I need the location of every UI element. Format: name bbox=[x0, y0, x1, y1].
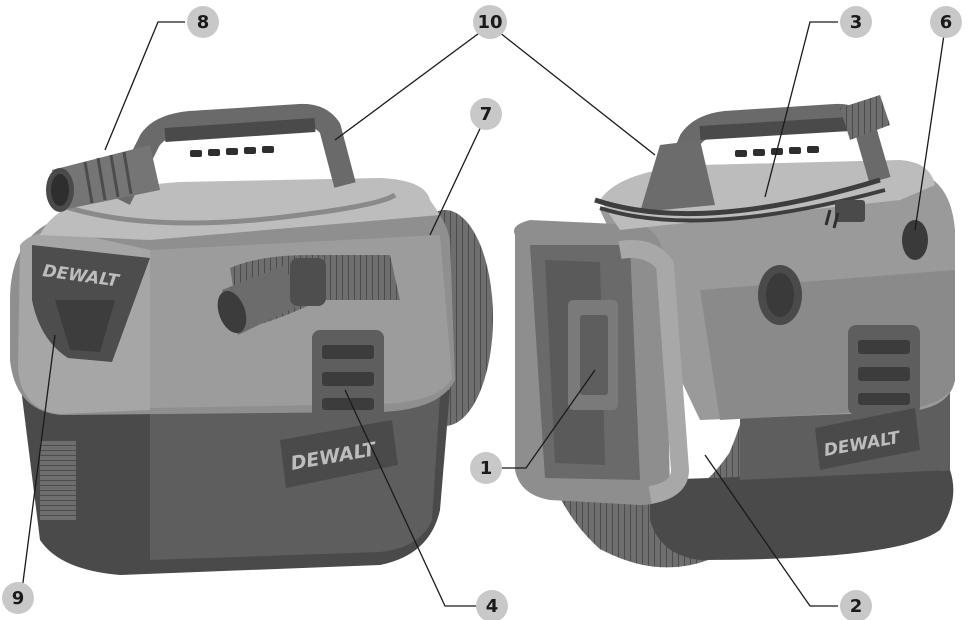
callout-2-label: 2 bbox=[850, 596, 863, 617]
callout-6: 6 bbox=[930, 6, 962, 38]
callout-10-label: 10 bbox=[477, 12, 502, 33]
callout-3-label: 3 bbox=[850, 12, 863, 33]
callout-8: 8 bbox=[187, 6, 219, 38]
callout-6-label: 6 bbox=[940, 12, 953, 33]
callout-1: 1 bbox=[470, 452, 502, 484]
callout-7: 7 bbox=[470, 98, 502, 130]
callout-3: 3 bbox=[840, 6, 872, 38]
callout-leaders bbox=[21, 21, 946, 607]
left-vacuum-illustration: DEWALT bbox=[10, 103, 493, 575]
callout-8-label: 8 bbox=[197, 12, 210, 33]
callout-9-label: 9 bbox=[12, 588, 25, 609]
callout-2: 2 bbox=[840, 590, 872, 620]
callout-1-label: 1 bbox=[480, 458, 493, 479]
callout-10: 10 bbox=[473, 5, 507, 39]
right-vacuum-illustration: DEWALT bbox=[514, 95, 955, 568]
callout-7-label: 7 bbox=[480, 104, 493, 125]
callout-4-label: 4 bbox=[486, 596, 499, 617]
callout-9: 9 bbox=[2, 582, 34, 614]
callout-4: 4 bbox=[476, 590, 508, 620]
